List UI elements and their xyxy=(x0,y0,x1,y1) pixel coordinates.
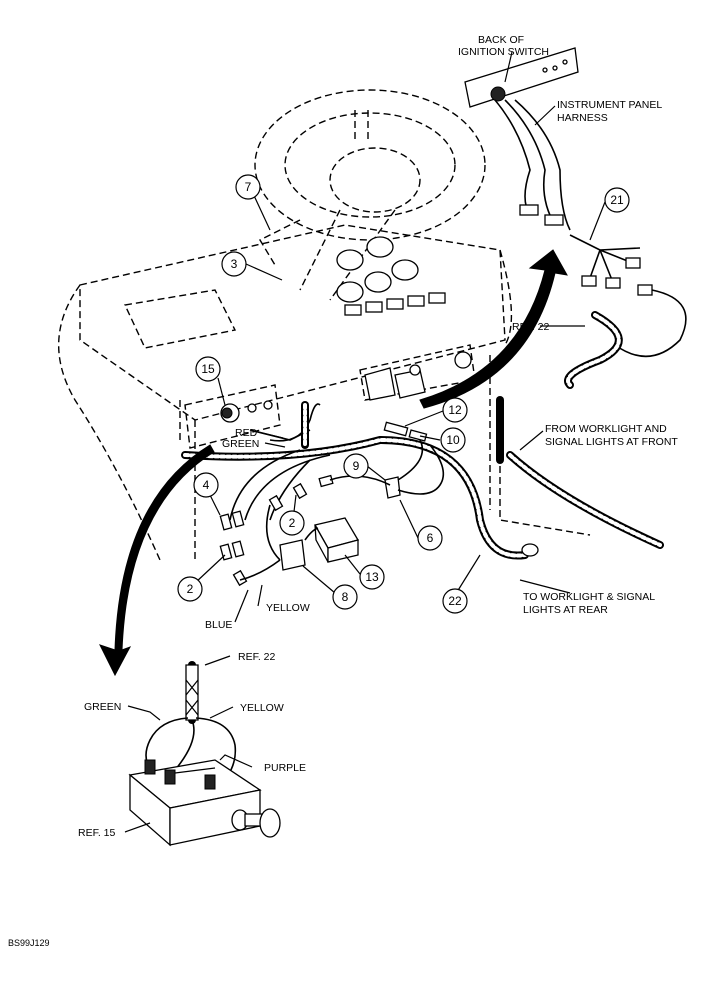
curved-arrow-down xyxy=(99,444,215,677)
svg-text:4: 4 xyxy=(203,478,210,492)
instrument-gauges xyxy=(336,236,446,316)
callout-4: 4 xyxy=(193,472,219,498)
callout-8: 8 xyxy=(332,584,358,610)
callout-7: 7 xyxy=(235,174,261,200)
figure-code: BS99J129 xyxy=(8,938,50,948)
callout-10: 10 xyxy=(440,427,466,453)
curved-arrow-up xyxy=(419,249,568,409)
label-instrument-panel: INSTRUMENT PANEL xyxy=(557,99,662,111)
svg-text:2: 2 xyxy=(187,582,194,596)
harness-ref22-upper xyxy=(564,311,623,389)
callout-21: 21 xyxy=(604,187,630,213)
svg-text:21: 21 xyxy=(610,193,624,207)
callout-6: 6 xyxy=(417,525,443,551)
label-from-worklight-1: FROM WORKLIGHT AND xyxy=(545,423,667,435)
ignition-switch-plate xyxy=(464,47,687,358)
label-yellow-detail: YELLOW xyxy=(240,702,284,714)
label-purple-detail: PURPLE xyxy=(264,762,306,774)
label-blue: BLUE xyxy=(205,619,232,631)
label-to-worklight-1: TO WORKLIGHT & SIGNAL xyxy=(523,591,655,603)
label-red: RED xyxy=(235,427,258,439)
callout-2-upper: 2 xyxy=(279,510,305,536)
label-green-detail: GREEN xyxy=(84,701,121,713)
callout-13: 13 xyxy=(359,564,385,590)
svg-text:3: 3 xyxy=(231,257,238,271)
label-harness: HARNESS xyxy=(557,112,608,124)
svg-text:22: 22 xyxy=(448,594,462,608)
svg-text:15: 15 xyxy=(201,362,215,376)
svg-text:8: 8 xyxy=(342,590,349,604)
label-ignition-switch: IGNITION SWITCH xyxy=(458,46,549,58)
callout-15: 15 xyxy=(195,356,221,382)
label-back-of: BACK OF xyxy=(478,34,524,46)
label-ref22-lower: REF. 22 xyxy=(238,651,276,663)
dashboard-console xyxy=(58,224,591,561)
svg-text:10: 10 xyxy=(446,433,460,447)
label-yellow-lower: YELLOW xyxy=(266,602,310,614)
label-from-worklight-2: SIGNAL LIGHTS AT FRONT xyxy=(545,436,678,448)
svg-text:6: 6 xyxy=(427,531,434,545)
callout-9: 9 xyxy=(343,453,369,479)
svg-text:12: 12 xyxy=(448,403,462,417)
svg-text:9: 9 xyxy=(353,459,360,473)
switch-detail-view xyxy=(128,661,281,847)
label-ref15: REF. 15 xyxy=(78,827,116,839)
switch-15-panel xyxy=(220,400,321,449)
label-to-worklight-2: LIGHTS AT REAR xyxy=(523,604,608,616)
connectors-center xyxy=(219,351,472,587)
callout-3: 3 xyxy=(221,251,247,277)
callout-12: 12 xyxy=(442,397,468,423)
label-green-upper: GREEN xyxy=(222,438,259,450)
label-ref22-upper: REF. 22 xyxy=(512,321,550,333)
callout-2-lower: 2 xyxy=(177,576,203,602)
steering-wheel xyxy=(254,89,486,301)
svg-text:13: 13 xyxy=(365,570,379,584)
svg-text:7: 7 xyxy=(245,180,252,194)
callout-22: 22 xyxy=(442,588,468,614)
svg-text:2: 2 xyxy=(289,516,296,530)
